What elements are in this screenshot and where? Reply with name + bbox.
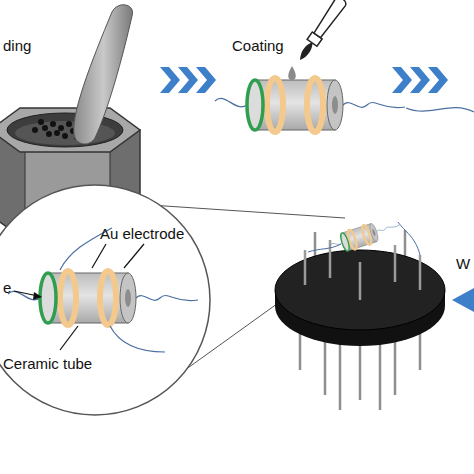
process-arrow <box>392 67 448 93</box>
part-label: Ceramic tube <box>3 356 92 373</box>
part-label: ding <box>3 38 31 55</box>
wire <box>308 244 341 252</box>
wire <box>110 326 165 352</box>
coating-drop <box>288 66 296 80</box>
paintbrush <box>295 0 348 63</box>
leader-line <box>60 326 78 350</box>
process-arrow <box>452 288 474 312</box>
part-label: Coating <box>232 38 284 55</box>
mounted-tube <box>327 215 402 257</box>
zoom-line <box>150 205 345 218</box>
wire <box>398 222 420 255</box>
leader-line <box>92 244 106 268</box>
part-label: e <box>3 280 11 297</box>
wire <box>406 108 474 112</box>
sensor-base <box>275 230 445 410</box>
magnified-view <box>0 185 210 415</box>
coated-tube <box>215 78 405 132</box>
ceramic-tube <box>8 271 198 325</box>
leader-line <box>124 244 144 268</box>
part-label: Au electrode <box>100 226 184 243</box>
process-arrow <box>160 67 216 93</box>
part-label: W <box>456 256 470 273</box>
leader-arrow <box>33 292 42 300</box>
pestle <box>74 5 133 144</box>
